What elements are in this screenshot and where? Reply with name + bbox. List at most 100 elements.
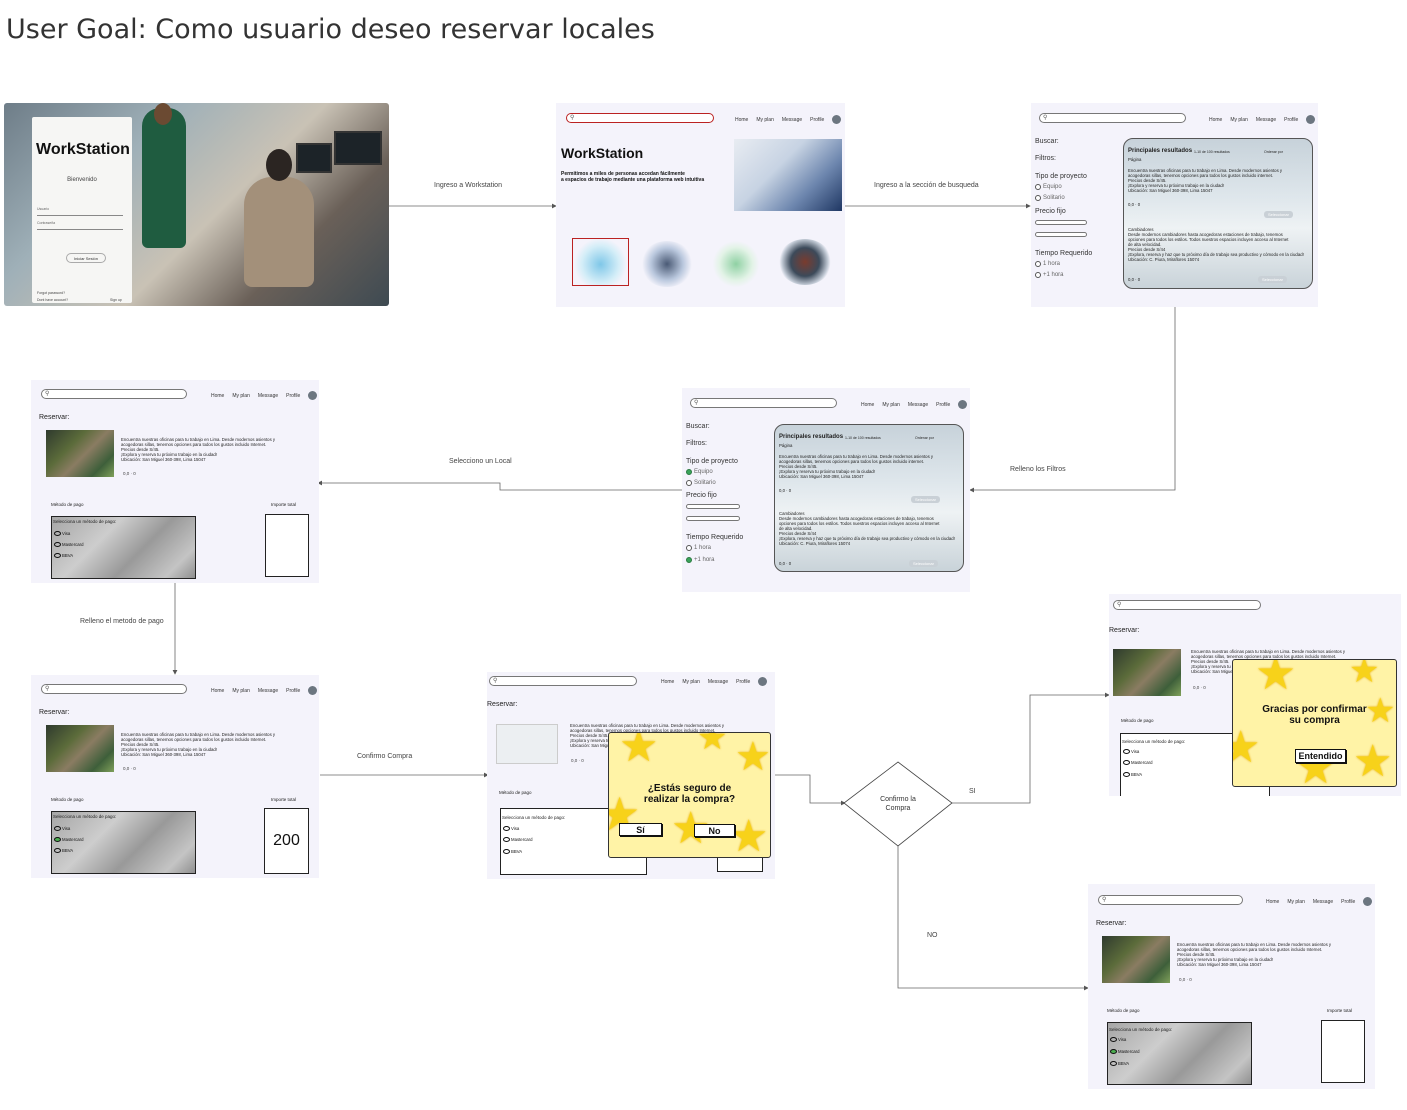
select-button[interactable]: Seleccionar (1264, 211, 1293, 218)
nav-plan[interactable]: My plan (682, 678, 700, 685)
avatar[interactable] (832, 115, 842, 124)
office-icon[interactable] (778, 239, 832, 285)
option-mastercard[interactable]: Mastercard (1110, 1049, 1140, 1054)
location-icon[interactable] (572, 238, 629, 286)
no-button[interactable]: No (694, 824, 735, 837)
nav-profile[interactable]: Profile (286, 687, 301, 694)
option-visa[interactable]: Visa (1110, 1037, 1126, 1042)
nav-plan[interactable]: My plan (1230, 116, 1248, 123)
nav-plan[interactable]: My plan (232, 687, 250, 694)
option-visa[interactable]: Visa (54, 826, 70, 831)
radio-icon (503, 837, 510, 842)
option-solitario[interactable]: Solitario (686, 480, 716, 486)
results-order[interactable]: Ordenar por (915, 436, 934, 440)
forgot-password-link[interactable]: Forgot password? (37, 291, 66, 295)
search-input[interactable]: ⚲ (690, 398, 837, 408)
option-1-hora[interactable]: 1 hora (1035, 261, 1060, 267)
nav-message[interactable]: Message (1312, 898, 1334, 905)
nav-plan[interactable]: My plan (756, 116, 774, 123)
option-mas-1-hora[interactable]: +1 hora (686, 557, 715, 563)
search-input[interactable]: ⚲ (1113, 600, 1261, 610)
nav-home[interactable]: Home (211, 687, 225, 694)
avatar[interactable] (958, 400, 968, 409)
nav-home[interactable]: Home (735, 116, 749, 123)
option-bbva[interactable]: BBVA (54, 848, 73, 853)
nav-home[interactable]: Home (861, 401, 875, 408)
avatar[interactable] (1363, 897, 1373, 906)
nav-plan[interactable]: My plan (1287, 898, 1305, 905)
edge-label-selecciono-local: Selecciono un Local (449, 458, 512, 465)
nav-profile[interactable]: Profile (1341, 898, 1356, 905)
option-equipo[interactable]: Equipo (686, 469, 713, 475)
option-mastercard[interactable]: Mastercard (54, 542, 84, 547)
search-input[interactable]: ⚲ (566, 113, 714, 123)
username-field[interactable]: Usuario (37, 207, 123, 216)
nav-profile[interactable]: Profile (810, 116, 825, 123)
purchase-cancelled-screen: ⚲ Home My plan Message Profile Reservar:… (1088, 884, 1375, 1089)
nav-message[interactable]: Message (707, 678, 729, 685)
nav-plan[interactable]: My plan (232, 392, 250, 399)
result-2-rating: 0,0 · 0 (1128, 277, 1141, 282)
option-visa[interactable]: Visa (503, 826, 519, 831)
avatar[interactable] (308, 391, 318, 400)
option-equipo[interactable]: Equipo (1035, 184, 1062, 190)
avatar[interactable] (1306, 115, 1316, 124)
login-button[interactable]: Iniciar Sesión (66, 253, 106, 263)
top-nav: Home My plan Message Profile (1266, 897, 1373, 906)
select-button[interactable]: Seleccionar (909, 560, 938, 567)
nav-plan[interactable]: My plan (882, 401, 900, 408)
landing-brand: WorkStation (561, 145, 644, 161)
nav-message[interactable]: Message (907, 401, 929, 408)
option-mastercard[interactable]: Mastercard (54, 837, 84, 842)
option-visa[interactable]: Visa (1123, 749, 1139, 754)
option-bbva[interactable]: BBVA (54, 553, 73, 558)
option-1-hora[interactable]: 1 hora (686, 545, 711, 551)
yes-button[interactable]: Sí (619, 823, 662, 836)
search-input[interactable]: ⚲ (41, 684, 187, 694)
price-max-slider[interactable] (1035, 232, 1087, 237)
option-visa[interactable]: Visa (54, 531, 70, 536)
laptop-icon[interactable] (640, 241, 694, 287)
entendido-button[interactable]: Entendido (1295, 749, 1346, 763)
avatar[interactable] (758, 677, 768, 686)
option-mas-1-hora[interactable]: +1 hora (1035, 272, 1064, 278)
nav-profile[interactable]: Profile (286, 392, 301, 399)
nav-message[interactable]: Message (1255, 116, 1277, 123)
select-button[interactable]: Seleccionar (911, 496, 940, 503)
nav-home[interactable]: Home (1209, 116, 1223, 123)
team-icon[interactable] (712, 241, 760, 287)
password-field[interactable]: Contraseña (37, 221, 123, 230)
option-bbva[interactable]: BBVA (1123, 772, 1142, 777)
option-bbva[interactable]: BBVA (503, 849, 522, 854)
search-input[interactable]: ⚲ (1098, 895, 1243, 905)
option-mastercard[interactable]: Mastercard (1123, 760, 1153, 765)
nav-message[interactable]: Message (257, 392, 279, 399)
nav-home[interactable]: Home (211, 392, 225, 399)
star-icon: ★ (729, 812, 769, 858)
results-order[interactable]: Ordenar por (1264, 150, 1283, 154)
select-method-label: Selecciona un método de pago: (502, 815, 566, 820)
select-button[interactable]: Seleccionar (1258, 276, 1287, 283)
decision-diamond (843, 761, 953, 847)
option-mastercard[interactable]: Mastercard (503, 837, 533, 842)
price-min-slider[interactable] (686, 504, 740, 509)
nav-message[interactable]: Message (781, 116, 803, 123)
nav-profile[interactable]: Profile (736, 678, 751, 685)
signup-link[interactable]: Sign up (110, 298, 122, 302)
avatar[interactable] (308, 686, 318, 695)
search-input[interactable]: ⚲ (489, 676, 637, 686)
price-max-slider[interactable] (686, 516, 740, 521)
search-input[interactable]: ⚲ (1039, 113, 1186, 123)
option-solitario[interactable]: Solitario (1035, 195, 1065, 201)
option-bbva[interactable]: BBVA (1110, 1061, 1129, 1066)
office-description: Encuentra nuestras oficinas para tu trab… (121, 437, 276, 462)
nav-home[interactable]: Home (1266, 898, 1280, 905)
nav-message[interactable]: Message (257, 687, 279, 694)
metodo-pago-label: Método de pago (1121, 718, 1154, 723)
search-input[interactable]: ⚲ (41, 389, 187, 399)
price-min-slider[interactable] (1035, 220, 1087, 225)
nav-home[interactable]: Home (661, 678, 675, 685)
top-nav: Home My plan Message Profile (661, 677, 768, 686)
nav-profile[interactable]: Profile (936, 401, 951, 408)
nav-profile[interactable]: Profile (1284, 116, 1299, 123)
